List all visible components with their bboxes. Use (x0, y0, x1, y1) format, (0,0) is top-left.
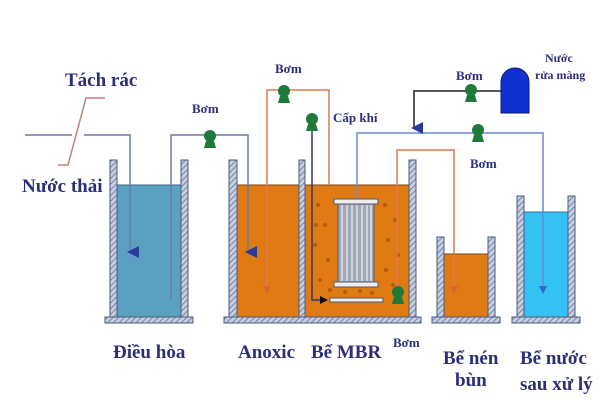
backwash-water-tank (500, 67, 530, 114)
pump-label: Bơm (275, 61, 302, 76)
backwash-label: Nước (545, 51, 574, 65)
pump-label: Bơm (393, 335, 420, 350)
tank-label-sludge: bùn (455, 370, 487, 391)
permeate-arrow-icon (539, 286, 547, 294)
tank-label-anoxic: Anoxic (238, 342, 295, 363)
recirc-arrow-icon (263, 286, 271, 294)
sludge-tank (431, 236, 501, 324)
air-arrow-icon (320, 296, 328, 304)
permeate-pipe (356, 132, 544, 290)
recirculation-pipe (266, 89, 330, 290)
anoxic-mbr-tank (223, 159, 422, 324)
pump-icon (392, 286, 404, 304)
tank-label-sludge: Bể nén (443, 348, 499, 369)
pump-icon (472, 124, 484, 142)
pump-label: Bơm (470, 156, 497, 171)
screen-symbol (58, 97, 105, 166)
equalization-tank (104, 159, 194, 324)
tank-label-treated: Bể nước (520, 348, 587, 369)
pump-label: Bơm (456, 68, 483, 83)
inlet-pipe (25, 134, 130, 252)
air-diffuser (329, 297, 384, 303)
treated-water-tank (511, 195, 581, 324)
membrane-module (333, 198, 379, 288)
air-bubbles (313, 203, 400, 295)
pump-label: Bơm (192, 101, 219, 116)
air-pump-icon (306, 113, 318, 131)
pump-icon (204, 130, 216, 148)
backwash-label: rửa màng (535, 68, 585, 82)
pump-icon (465, 84, 477, 102)
aeration-label: Cấp khí (333, 110, 378, 125)
inlet-label: Nước thải (22, 176, 103, 197)
pump-icon (278, 85, 290, 103)
tank-label-equalization: Điều hòa (113, 342, 186, 363)
screen-label: Tách rác (65, 70, 137, 91)
tank-label-mbr: Bể MBR (311, 342, 381, 363)
tank-label-treated: sau xử lý (520, 374, 593, 395)
sludge-arrow-icon (450, 286, 458, 294)
sludge-pipe (396, 149, 455, 292)
backwash-pipe (411, 90, 512, 134)
